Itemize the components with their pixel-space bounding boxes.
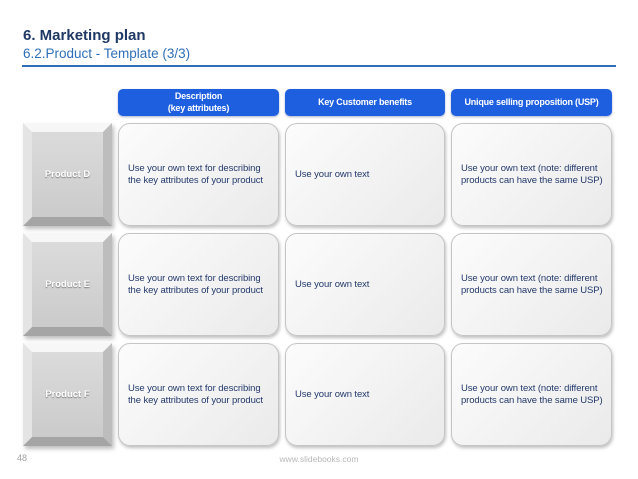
cell-text: Use your own text (295, 278, 370, 290)
cell-benefits-f: Use your own text (285, 343, 445, 446)
table-corner-spacer (23, 89, 112, 116)
cell-benefits-e: Use your own text (285, 233, 445, 336)
page-number: 48 (17, 453, 28, 463)
product-matrix-table: Description (key attributes) Key Custome… (23, 89, 612, 446)
cell-usp-f: Use your own text (note: different produ… (451, 343, 612, 446)
cell-text: Use your own text for describing the key… (128, 162, 263, 186)
product-box-label: Product F (45, 389, 90, 400)
page-subtitle: 6.2.Product - Template (3/3) (23, 46, 191, 62)
product-box-label: Product D (44, 169, 91, 180)
cell-text: Use your own text (note: different produ… (461, 272, 603, 296)
column-header-benefits: Key Customer benefits (285, 89, 445, 116)
column-header-description: Description (key attributes) (118, 89, 279, 116)
product-box-label: Product E (45, 279, 90, 290)
product-box-d: Product D (23, 123, 112, 226)
footer-url: www.slidebooks.com (279, 454, 359, 464)
cell-usp-d: Use your own text (note: different produ… (451, 123, 612, 226)
cell-text: Use your own text (295, 388, 370, 400)
product-box-e: Product E (23, 233, 112, 336)
title-block: 6. Marketing plan 6.2.Product - Template… (22, 27, 616, 67)
title-divider (22, 64, 616, 67)
cell-benefits-d: Use your own text (285, 123, 445, 226)
cell-text: Use your own text for describing the key… (128, 272, 263, 296)
product-box-f: Product F (23, 343, 112, 446)
cell-text: Use your own text (note: different produ… (461, 162, 603, 186)
cell-text: Use your own text for describing the key… (128, 382, 263, 406)
cell-text: Use your own text (295, 168, 370, 180)
page-title: 6. Marketing plan (23, 27, 146, 44)
cell-description-e: Use your own text for describing the key… (118, 233, 279, 336)
cell-description-f: Use your own text for describing the key… (118, 343, 279, 446)
cell-text: Use your own text (note: different produ… (461, 382, 603, 406)
column-header-usp: Unique selling proposition (USP) (451, 89, 612, 116)
cell-description-d: Use your own text for describing the key… (118, 123, 279, 226)
cell-usp-e: Use your own text (note: different produ… (451, 233, 612, 336)
